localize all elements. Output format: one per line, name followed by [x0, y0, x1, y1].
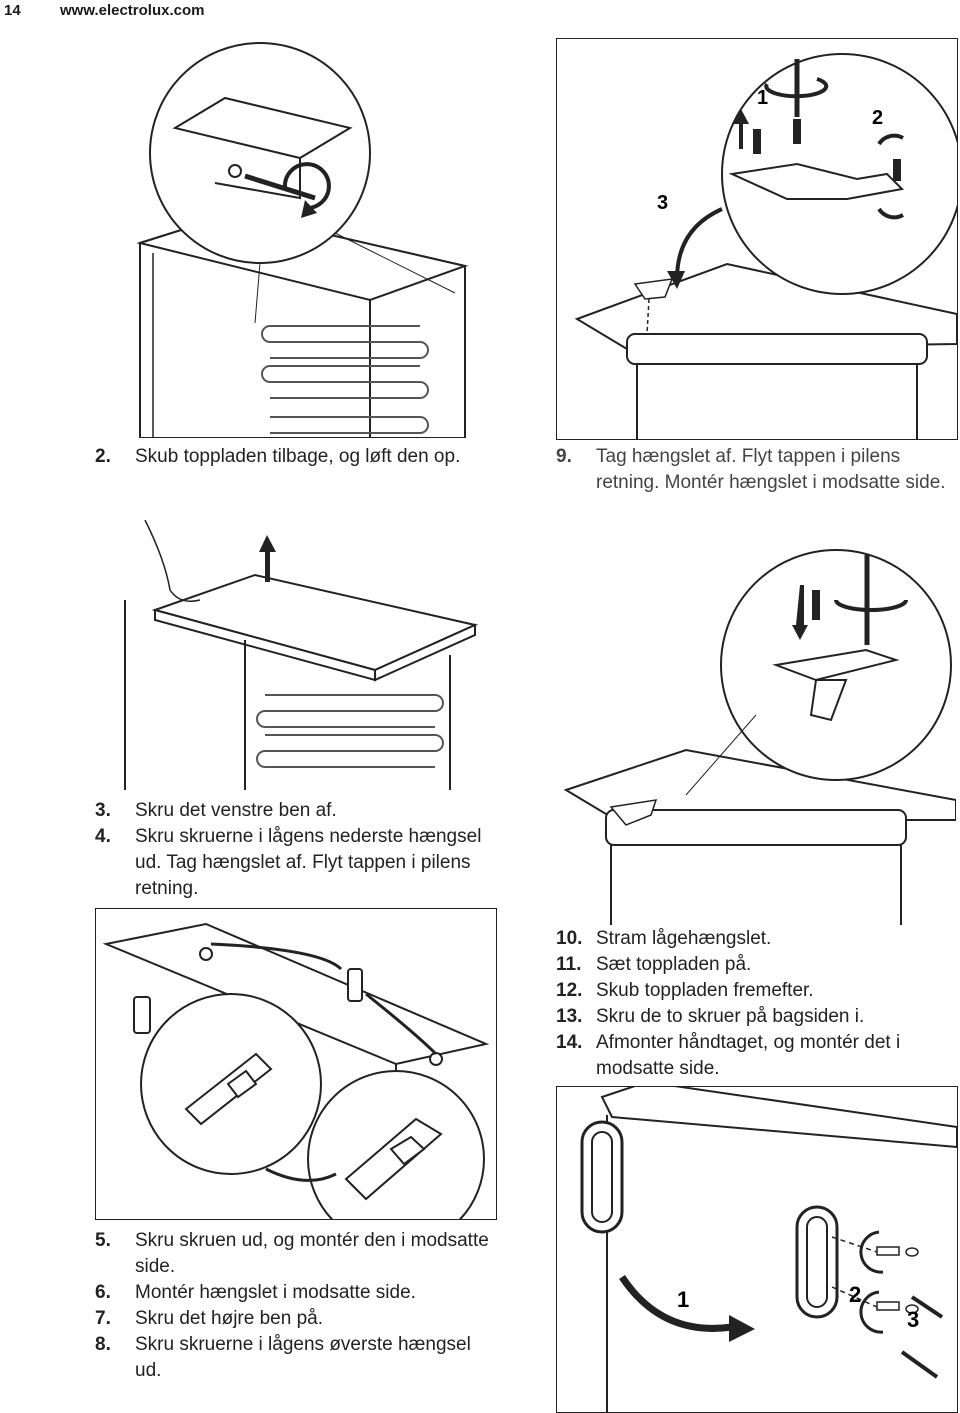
figure-lift-top-plate [95, 520, 495, 790]
hinge-label-2: 2 [872, 107, 883, 129]
step-2: 2. Skub toppladen tilbage, og løft den o… [95, 444, 495, 470]
step-text: Skru det venstre ben af. [135, 800, 337, 821]
bottom-hinge-illustration [102, 922, 490, 1219]
step-number: 8. [95, 1334, 111, 1355]
figure-top-hinge-detail: 1 2 3 [556, 38, 958, 440]
step-12: 12. Skub toppladen fremefter. [556, 978, 960, 1004]
step-9: 9. Tag hængslet af. Flyt tappen i pilens… [556, 444, 956, 496]
step-number: 12. [556, 980, 583, 1001]
top-plate-screw-illustration [136, 42, 469, 438]
steps-col1-b: 3. Skru det venstre ben af. 4. Skru skru… [95, 798, 495, 902]
page-number: 14 [4, 2, 21, 19]
step-6: 6. Montér hængslet i modsatte side. [95, 1280, 495, 1306]
site-url: www.electrolux.com [60, 2, 205, 19]
hinge-label-3: 3 [657, 192, 668, 214]
steps-col1-a: 2. Skub toppladen tilbage, og løft den o… [95, 444, 495, 470]
tighten-hinge-illustration [563, 549, 956, 925]
step-text: Stram lågehængslet. [596, 928, 772, 949]
step-number: 10. [556, 928, 583, 949]
figure-bottom-hinge [95, 908, 497, 1220]
lift-top-plate-illustration [124, 520, 479, 790]
step-text: Skru skruen ud, og montér den i modsatte… [135, 1230, 489, 1277]
step-3: 3. Skru det venstre ben af. [95, 798, 495, 824]
step-7: 7. Skru det højre ben på. [95, 1306, 495, 1332]
step-text: Sæt toppladen på. [596, 954, 752, 975]
step-8: 8. Skru skruerne i lågens øverste hængse… [95, 1332, 495, 1384]
step-number: 3. [95, 800, 111, 821]
page-header: 14 www.electrolux.com [0, 0, 960, 26]
handle-swap-illustration: 1 2 3 [580, 1087, 957, 1412]
step-number: 14. [556, 1032, 583, 1053]
figure-tighten-hinge [556, 545, 956, 925]
step-number: 7. [95, 1308, 111, 1329]
step-number: 5. [95, 1230, 111, 1251]
handle-label-1: 1 [677, 1287, 689, 1312]
steps-col2-a: 9. Tag hængslet af. Flyt tappen i pilens… [556, 444, 956, 496]
step-number: 4. [95, 826, 111, 847]
step-text: Montér hængslet i modsatte side. [135, 1282, 416, 1303]
step-text: Skub toppladen fremefter. [596, 980, 814, 1001]
step-14: 14. Afmonter håndtaget, og montér det i … [556, 1030, 960, 1082]
step-13: 13. Skru de to skruer på bagsiden i. [556, 1004, 960, 1030]
handle-label-2: 2 [849, 1282, 861, 1307]
top-hinge-illustration: 1 2 3 [574, 53, 957, 439]
steps-col1-c: 5. Skru skruen ud, og montér den i modsa… [95, 1228, 495, 1384]
step-text: Skru det højre ben på. [135, 1308, 323, 1329]
figure-top-plate-screw [95, 38, 495, 438]
step-text: Afmonter håndtaget, og montér det i mods… [596, 1032, 901, 1079]
step-number: 6. [95, 1282, 111, 1303]
step-number: 13. [556, 1006, 583, 1027]
figure-handle-swap: 1 2 3 [556, 1086, 958, 1413]
step-text: Tag hængslet af. Flyt tappen i pilens re… [596, 446, 946, 493]
step-number: 9. [556, 446, 572, 467]
screw-icon [133, 968, 363, 1034]
step-text: Skub toppladen tilbage, og løft den op. [135, 446, 461, 467]
step-5: 5. Skru skruen ud, og montér den i modsa… [95, 1228, 495, 1280]
hinge-label-1: 1 [757, 87, 768, 109]
step-text: Skru skruerne i lågens øverste hængsel u… [135, 1334, 471, 1381]
handle-label-3: 3 [907, 1307, 919, 1332]
step-text: Skru skruerne i lågens nederste hængsel … [135, 826, 482, 899]
step-number: 2. [95, 446, 111, 467]
step-text: Skru de to skruer på bagsiden i. [596, 1006, 865, 1027]
steps-col2-b: 10. Stram lågehængslet. 11. Sæt topplade… [556, 926, 960, 1082]
step-number: 11. [556, 954, 582, 975]
step-10: 10. Stram lågehængslet. [556, 926, 960, 952]
step-11: 11. Sæt toppladen på. [556, 952, 960, 978]
step-4: 4. Skru skruerne i lågens nederste hængs… [95, 824, 495, 902]
